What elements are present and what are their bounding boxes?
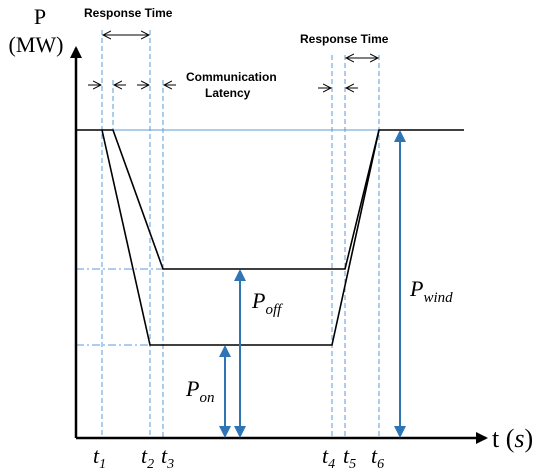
- p-on-base: P: [185, 376, 199, 401]
- p-wind-label: Pwind: [409, 276, 453, 306]
- latency-markers: [88, 85, 358, 88]
- level-guides: [76, 268, 163, 346]
- comm-latency-label-line2: Latency: [205, 86, 251, 100]
- y-axis-label-p: P: [34, 4, 46, 29]
- p-on-label: Pon: [185, 376, 214, 406]
- response-time-1-label: Response Time: [84, 6, 173, 20]
- time-label-t4: t4: [322, 443, 335, 472]
- x-axis-unit: s: [514, 424, 524, 453]
- p-off-sub: off: [265, 302, 283, 318]
- magnitude-arrows: [219, 130, 406, 438]
- p-wind-base: P: [409, 276, 423, 301]
- time-label-t6: t6: [371, 443, 384, 472]
- time-label-t2: t2: [141, 443, 154, 472]
- comm-latency-label-line1: Communication: [186, 70, 277, 84]
- x-axis-label: t (s): [492, 424, 533, 453]
- time-labels: t1 t2 t3 t4 t5 t6: [93, 443, 384, 472]
- p-off-label: Poff: [251, 288, 283, 318]
- time-label-t1: t1: [93, 443, 106, 472]
- p-off-base: P: [251, 288, 265, 313]
- x-axis-unit-open: (: [499, 424, 514, 453]
- y-axis-label-unit: (MW): [9, 32, 64, 57]
- response-time-2-label: Response Time: [300, 32, 389, 46]
- x-axis-label-t: t: [492, 424, 500, 453]
- p-on-sub: on: [199, 390, 214, 406]
- time-label-t3: t3: [161, 443, 174, 472]
- x-axis-unit-close: ): [525, 424, 534, 453]
- p-wind-sub: wind: [423, 290, 453, 306]
- curve-p-off: [102, 129, 380, 270]
- time-label-t5: t5: [343, 443, 356, 472]
